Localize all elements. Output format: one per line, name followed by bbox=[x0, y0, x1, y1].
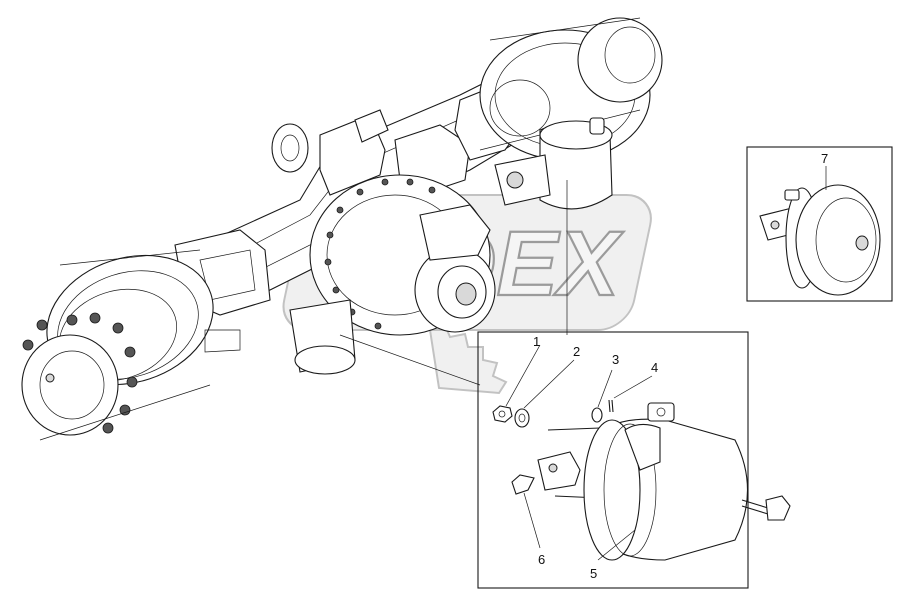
washer-part-3 bbox=[591, 407, 603, 423]
detail-frame-border bbox=[477, 331, 749, 589]
detail-frame-b-border bbox=[746, 146, 893, 302]
washer-part-2 bbox=[514, 408, 530, 428]
axle-assembly bbox=[174, 17, 663, 375]
cotter-pin-part-4 bbox=[608, 399, 614, 413]
pinion-housing bbox=[419, 204, 491, 261]
nut-part-1 bbox=[492, 405, 513, 423]
watermark-gear-icon bbox=[428, 323, 508, 395]
callout-6: 6 bbox=[538, 552, 545, 567]
pin-part-6 bbox=[511, 474, 535, 495]
left-wheel-hub bbox=[21, 249, 241, 441]
brake-chamber-part-5 bbox=[537, 402, 791, 561]
brake-chamber-part-7 bbox=[759, 184, 881, 296]
detail-frame-alt-chamber: 7 bbox=[746, 146, 893, 302]
detail-frame-brake-chamber: 1 2 3 4 6 bbox=[477, 331, 791, 589]
callout-4: 4 bbox=[651, 360, 658, 375]
differential-bolts bbox=[324, 178, 436, 330]
callout-7: 7 bbox=[821, 151, 828, 166]
leader-assembly-to-detail bbox=[339, 334, 481, 386]
hub-face bbox=[21, 334, 119, 436]
callout-5: 5 bbox=[590, 566, 597, 581]
callout-3: 3 bbox=[612, 352, 619, 367]
callout-1: 1 bbox=[533, 334, 540, 349]
wheel-studs bbox=[22, 312, 138, 434]
right-hub-cap bbox=[577, 17, 663, 103]
beam-flange-left bbox=[271, 123, 309, 173]
callout-2: 2 bbox=[573, 344, 580, 359]
